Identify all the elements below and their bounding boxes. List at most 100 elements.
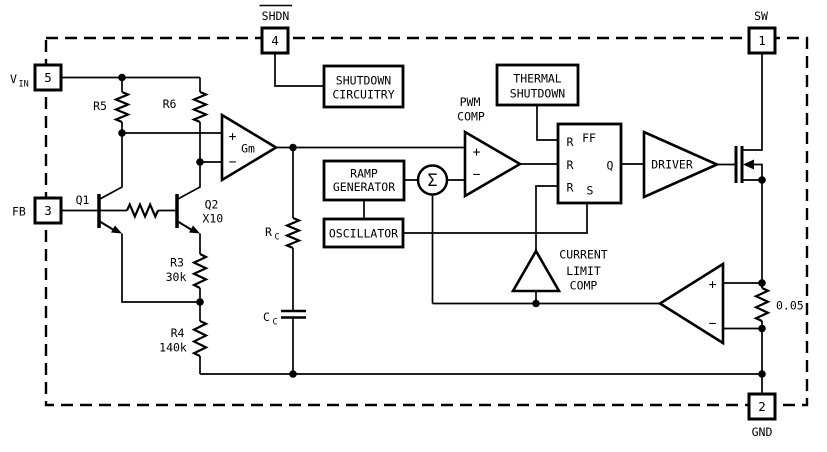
- pin-gnd-label: GND: [752, 425, 773, 439]
- junction-dot: [758, 324, 766, 333]
- power-mosfet: [734, 146, 763, 183]
- pin-gnd-box: [747, 392, 777, 421]
- pwm-comparator: + − PWM COMP: [457, 95, 523, 199]
- wire-r5-branch: [98, 77, 123, 201]
- block-oscillator: [322, 217, 405, 249]
- pin-fb-box: [33, 196, 63, 225]
- q1-emitter-line: [98, 220, 114, 231]
- sense-comp-triangle: [657, 261, 725, 346]
- junction-dot: [758, 279, 766, 287]
- transistor-q1: [97, 194, 122, 234]
- r6-label: R6: [163, 97, 177, 111]
- wire-sw-drain: [742, 53, 763, 151]
- pin-sw: 1 SW: [747, 9, 777, 55]
- gm-minus-sign: −: [229, 155, 237, 170]
- q2-emitter-arrow: [189, 225, 200, 234]
- junction-dots: [118, 73, 766, 378]
- junction-dot: [289, 370, 297, 378]
- pin-shdn: 4 SHDN: [259, 4, 292, 55]
- block-shutdown-circuitry: [322, 64, 405, 109]
- ff-input-s: S: [587, 184, 594, 198]
- thermal-shutdown-line2: SHUTDOWN: [510, 87, 565, 101]
- wire-shdn: [274, 53, 324, 87]
- ff-title: FF: [582, 131, 596, 145]
- oscillator-label: OSCILLATOR: [329, 227, 398, 241]
- gm-amp-triangle: [220, 112, 279, 183]
- current-limit-label-line3: COMP: [570, 279, 598, 293]
- pin-vin: 5 V IN: [10, 63, 63, 92]
- wire-q1-emitter: [121, 233, 200, 303]
- q2-emitter-line: [176, 220, 192, 231]
- rc-label-sub: C: [275, 233, 280, 243]
- junction-dot: [118, 129, 126, 137]
- pwm-comp-label-line1: PWM: [460, 95, 481, 109]
- pwm-comp-label-line2: COMP: [457, 110, 485, 124]
- pin-sw-number: 1: [758, 33, 766, 48]
- block-ramp-generator: [322, 159, 406, 202]
- pin-gnd: 2 GND: [747, 392, 777, 439]
- gm-amplifier: + Gm −: [220, 112, 279, 183]
- current-limit-comp: CURRENT LIMIT COMP: [510, 248, 608, 293]
- r4-value: 140k: [159, 341, 187, 355]
- q1-label: Q1: [76, 193, 90, 207]
- component-labels: R5 R6 Q1 Q2 X10 R3 30k R4 140k R C C C 0…: [76, 97, 804, 355]
- junction-dot: [532, 299, 540, 308]
- shutdown-circuitry-line1: SHUTDOWN: [336, 74, 391, 88]
- ff-input-r2: R: [567, 158, 574, 172]
- sense-plus-sign: +: [709, 278, 717, 293]
- wire-thermal-to-ff: [536, 105, 558, 141]
- sense-minus-sign: −: [709, 317, 717, 332]
- wire-sense-inputs: [723, 282, 762, 330]
- r3-value: 30k: [166, 270, 187, 284]
- pin-vin-box: [33, 63, 63, 92]
- resistor-sense: [753, 287, 771, 322]
- resistor-rc: [284, 216, 302, 250]
- r4-label: R4: [171, 326, 185, 340]
- resistor-r6: [191, 90, 209, 124]
- q1-emitter-arrow: [111, 225, 122, 234]
- driver-label: DRIVER: [651, 158, 693, 172]
- current-limit-triangle: [510, 248, 562, 293]
- pin-sw-label: SW: [754, 9, 768, 23]
- sense-resistor-value: 0.05: [776, 299, 804, 313]
- pin-fb-number: 3: [44, 203, 52, 218]
- sense-comparator: + −: [657, 261, 725, 346]
- cc-label-sub: C: [273, 318, 278, 328]
- resistor-base: [126, 201, 159, 220]
- pin-shdn-number: 4: [271, 33, 279, 48]
- resistor-r3: [191, 253, 209, 289]
- gm-plus-sign: +: [229, 130, 237, 145]
- pin-sw-box: [747, 26, 777, 55]
- mosfet-body-arrow: [743, 159, 754, 170]
- ff-input-r3: R: [567, 181, 574, 195]
- driver-triangle: [642, 129, 721, 200]
- q2-label: Q2: [205, 198, 219, 212]
- junction-dot: [196, 158, 204, 166]
- r5-label: R5: [93, 99, 107, 113]
- cc-label: C: [263, 310, 270, 324]
- pin-vin-number: 5: [44, 70, 52, 85]
- junction-dot: [758, 176, 766, 184]
- ff-output-q: Q: [607, 159, 614, 173]
- current-limit-label-line1: CURRENT: [559, 248, 608, 262]
- pwm-minus-sign: −: [473, 168, 481, 183]
- shutdown-circuitry-line2: CIRCUITRY: [332, 88, 394, 102]
- thermal-shutdown-line1: THERMAL: [513, 72, 562, 86]
- ff-input-r1: R: [567, 135, 574, 149]
- flip-flop-box: [556, 122, 623, 205]
- r3-label: R3: [170, 256, 184, 270]
- block-thermal-shutdown: [495, 63, 580, 107]
- pin-fb: 3 FB: [12, 196, 63, 225]
- junction-dot: [758, 370, 766, 378]
- wire-r6-branch: [176, 77, 201, 201]
- junction-dot: [118, 73, 126, 82]
- driver-stage: DRIVER: [642, 129, 721, 200]
- pwm-plus-sign: +: [473, 145, 481, 160]
- junction-dot: [196, 298, 204, 306]
- gm-label: Gm: [241, 142, 255, 156]
- pin-shdn-box: [260, 26, 290, 55]
- pin-gnd-number: 2: [758, 399, 766, 414]
- passives: [113, 90, 771, 357]
